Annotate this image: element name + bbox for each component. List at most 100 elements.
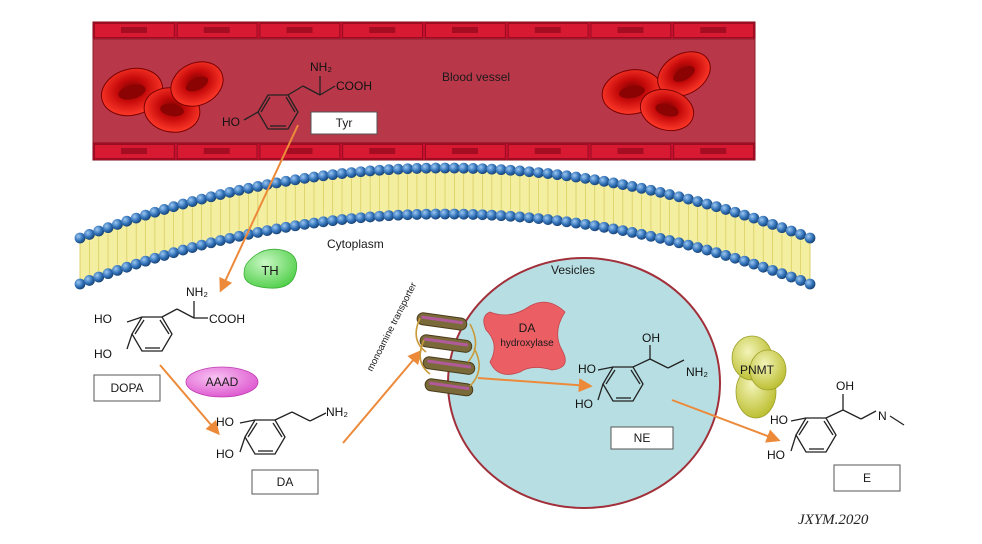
red-blood-cells-right (601, 51, 711, 132)
lipid-head (186, 196, 198, 207)
lipid-head (102, 222, 114, 234)
lipid-head (168, 247, 179, 259)
lipid-head (420, 208, 432, 220)
lipid-head (280, 221, 292, 233)
lipid-head (785, 271, 797, 283)
lipid-head (392, 163, 404, 175)
pnmt-enzyme: PNMT (731, 335, 787, 419)
lipid-head (514, 165, 526, 177)
vessel-wall-stripe (121, 27, 147, 33)
lipid-head (224, 186, 236, 198)
vessel-wall-segments (94, 23, 754, 159)
lipid-head (205, 237, 217, 249)
lipid-head (402, 209, 413, 221)
e-ho-lower: HO (767, 448, 785, 462)
lipid-head (243, 182, 254, 194)
lipid-head (102, 268, 114, 280)
lipid-head (711, 247, 722, 259)
lipid-head (551, 215, 563, 227)
lipid-head (233, 230, 245, 242)
lipid-head (336, 214, 348, 225)
lipid-head (654, 232, 666, 244)
lipid-head (505, 164, 516, 176)
vessel-wall-stripe (286, 27, 313, 33)
lipid-head (430, 208, 442, 220)
lipid-head (149, 252, 161, 264)
lipid-head (682, 239, 694, 251)
lipid-head (374, 164, 385, 176)
vessel-wall-stripe (534, 27, 561, 33)
da-ho-lower: HO (216, 447, 234, 461)
lipid-head (720, 250, 732, 261)
lipid-head (767, 264, 778, 276)
lipid-head (289, 174, 301, 186)
lipid-head (673, 237, 685, 249)
dopa-ho-upper: HO (94, 312, 112, 326)
th-enzyme: TH (243, 248, 298, 289)
cell-membrane (74, 162, 816, 290)
lipid-head (317, 170, 329, 182)
dopa-name: DOPA (110, 381, 143, 395)
lipid-head (158, 250, 170, 261)
lipid-head (495, 210, 507, 222)
lipid-head (214, 189, 226, 200)
vessel-wall-stripe (700, 148, 727, 154)
cytoplasm-label: Cytoplasm (327, 237, 384, 251)
lipid-head (74, 278, 86, 290)
lipid-head (561, 216, 573, 228)
aaad-label: AAAD (206, 375, 239, 389)
lipid-head (729, 206, 741, 218)
lipid-head (411, 209, 423, 220)
lipid-head (121, 261, 133, 273)
da-name: DA (277, 475, 294, 489)
lipid-head (252, 181, 264, 192)
lipid-head (196, 193, 208, 205)
lipid-head (486, 209, 498, 221)
dopa-acid: COOH (209, 312, 245, 326)
lipid-head (757, 215, 769, 227)
arrow-ne-to-e (671, 399, 781, 443)
lipid-head (130, 212, 142, 224)
lipid-tails (79, 174, 811, 278)
arrow-transporter-to-ne (477, 377, 593, 393)
lipid-head (83, 275, 95, 286)
red-blood-cells-left (100, 61, 224, 133)
lipid-head (608, 177, 619, 189)
arrow-da-to-transporter (342, 349, 422, 444)
lipid-head (748, 212, 760, 224)
vessel-wall-stripe (369, 148, 396, 154)
aaad-enzyme: AAAD (185, 366, 259, 398)
lipid-head (598, 175, 610, 187)
lipid-head (729, 252, 741, 264)
lipid-head (168, 201, 179, 213)
lipid-head (467, 163, 479, 174)
lipid-head (93, 225, 105, 237)
lipid-head (804, 232, 816, 244)
lipid-head (158, 204, 170, 215)
e-oh: OH (836, 379, 854, 393)
lipid-head (664, 189, 676, 200)
red-blood-cell-icon (657, 51, 711, 97)
vessel-wall-stripe (286, 148, 313, 154)
lipid-head (355, 166, 367, 178)
lipid-head (299, 218, 311, 230)
lipid-head (579, 218, 591, 230)
vessel-wall-stripe (203, 148, 230, 154)
tyr-name-box (310, 111, 378, 135)
lipid-head (692, 196, 704, 207)
da-amine: NH₂ (326, 405, 348, 419)
lipid-head (420, 162, 432, 174)
lipid-head (477, 163, 488, 175)
lipid-head (626, 227, 638, 238)
lipid-head (701, 198, 713, 210)
vessel-wall-stripe (617, 148, 644, 154)
lipid-head (495, 164, 507, 176)
lipid-head (701, 244, 713, 256)
lipid-head (617, 179, 629, 191)
lipid-head (570, 217, 582, 229)
vessel-wall-stripe (617, 27, 644, 33)
lipid-head (692, 242, 704, 253)
lipid-head (785, 225, 797, 237)
ne-ho-lower: HO (575, 397, 593, 411)
vessel-wall-stripe (203, 27, 230, 33)
